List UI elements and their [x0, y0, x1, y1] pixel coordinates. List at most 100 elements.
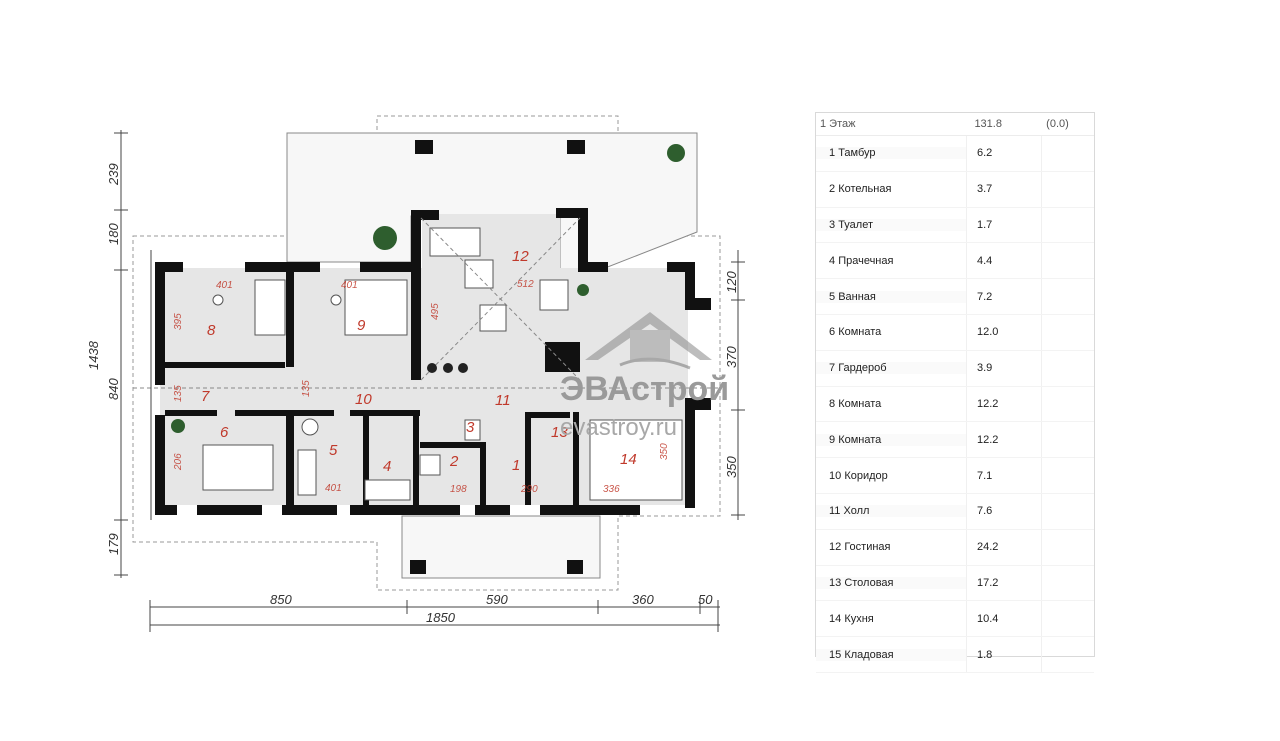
- watermark-logo-icon: [585, 312, 712, 370]
- dim-left-180: 180: [106, 223, 121, 245]
- room-name: Тамбур: [838, 147, 876, 160]
- room-name: Комната: [838, 397, 882, 410]
- area-table-header: 1 Этаж 131.8 (0.0): [816, 113, 1094, 136]
- floor-extra-area: (0.0): [1046, 118, 1069, 130]
- roof-outline: [132, 115, 721, 591]
- dim-right-370: 370: [724, 346, 739, 368]
- room-size: 350: [659, 443, 670, 460]
- room-label-3: 3: [466, 419, 475, 436]
- room-label-12: 12: [512, 248, 529, 265]
- area-row: 7 Гардероб 3.9: [816, 350, 1094, 387]
- room-area: 1.8: [966, 637, 1041, 672]
- dim-bottom-total: 1850: [426, 610, 456, 625]
- room-label-5: 5: [329, 442, 338, 459]
- room-size: 495: [430, 303, 441, 320]
- room-label-9: 9: [357, 317, 366, 334]
- dimension-lines: [114, 130, 745, 632]
- dim-left-1438: 1438: [86, 340, 101, 370]
- dim-bottom-360: 360: [632, 592, 654, 607]
- room-name: Кухня: [844, 612, 874, 625]
- dim-bottom-850: 850: [270, 592, 292, 607]
- room-area: 12.2: [966, 422, 1041, 458]
- room-label-2: 2: [449, 453, 459, 470]
- dim-bottom-590: 590: [486, 592, 508, 607]
- room-number: 9: [829, 433, 836, 446]
- room-number: 3: [829, 218, 836, 231]
- room-size: 135: [173, 385, 184, 402]
- room-area: 17.2: [966, 565, 1041, 601]
- room-name: Комната: [838, 433, 882, 446]
- room-name: Прачечная: [838, 254, 894, 267]
- area-row: 13 Столовая 17.2: [816, 565, 1094, 602]
- dim-left-239: 239: [106, 163, 121, 186]
- floor-label: 1 Этаж: [820, 118, 856, 130]
- room-area: 7.2: [966, 279, 1041, 314]
- dining-chairs: [427, 363, 468, 373]
- area-row: 6 Комната 12.0: [816, 314, 1094, 351]
- room-name: Коридор: [844, 469, 888, 482]
- room-number: 6: [829, 326, 836, 339]
- floor-total-area: 131.8: [974, 118, 1002, 130]
- room-area: 1.7: [966, 207, 1041, 243]
- plant-icon: [171, 144, 685, 433]
- room-size: 206: [173, 453, 184, 471]
- watermark-title: ЭВАстрой: [560, 370, 729, 408]
- room-size: 135: [301, 380, 312, 397]
- room-label-7: 7: [201, 388, 210, 405]
- room-name: Комната: [838, 326, 882, 339]
- area-row: 9 Комната 12.2: [816, 422, 1094, 459]
- room-area: 4.4: [966, 243, 1041, 279]
- room-name: Котельная: [838, 183, 892, 196]
- room-label-1: 1: [512, 457, 520, 474]
- floor-plan: 239 180 1438 840 179 120 370 350 850 590…: [86, 115, 745, 632]
- room-size: 395: [173, 313, 184, 330]
- room-area: 12.2: [966, 386, 1041, 422]
- room-area: 10.4: [966, 601, 1041, 637]
- room-size: 290: [520, 484, 538, 495]
- room-size: 336: [603, 484, 620, 495]
- room-size: 401: [325, 483, 342, 494]
- dim-right-350: 350: [724, 456, 739, 478]
- room-number: 2: [829, 183, 836, 196]
- room-area: 3.9: [966, 350, 1041, 386]
- room-number: 5: [829, 290, 836, 303]
- room-area: 7.6: [966, 493, 1041, 529]
- room-number: 7: [829, 362, 836, 375]
- room-name: Кладовая: [844, 648, 894, 661]
- walls: [155, 140, 711, 574]
- room-size: 512: [517, 279, 534, 290]
- area-row: 15 Кладовая 1.8: [816, 637, 1094, 673]
- room-label-14: 14: [620, 451, 637, 468]
- room-label-10: 10: [355, 391, 372, 408]
- room-name: Гардероб: [838, 362, 887, 375]
- room-label-6: 6: [220, 424, 229, 441]
- room-number: 15: [829, 648, 842, 661]
- room-name: Гостиная: [844, 541, 891, 554]
- dim-bottom-50: 50: [698, 592, 713, 607]
- area-row: 8 Комната 12.2: [816, 386, 1094, 423]
- room-size: 401: [341, 280, 358, 291]
- room-area: 7.1: [966, 458, 1041, 493]
- room-name: Столовая: [844, 576, 894, 589]
- room-number: 13: [829, 576, 842, 589]
- furniture: [202, 227, 683, 501]
- room-size: 198: [450, 484, 467, 495]
- dim-left-179: 179: [106, 533, 121, 555]
- room-size: 401: [216, 280, 233, 291]
- room-name: Холл: [843, 505, 870, 518]
- area-row: 2 Котельная 3.7: [816, 171, 1094, 208]
- room-name: Ванная: [838, 290, 876, 303]
- room-number: 12: [829, 541, 842, 554]
- room-number: 8: [829, 397, 836, 410]
- zone-lines: [133, 217, 720, 389]
- room-number: 14: [829, 612, 842, 625]
- room-area: 3.7: [966, 171, 1041, 207]
- room-area: 12.0: [966, 314, 1041, 350]
- dim-right-120: 120: [724, 271, 739, 293]
